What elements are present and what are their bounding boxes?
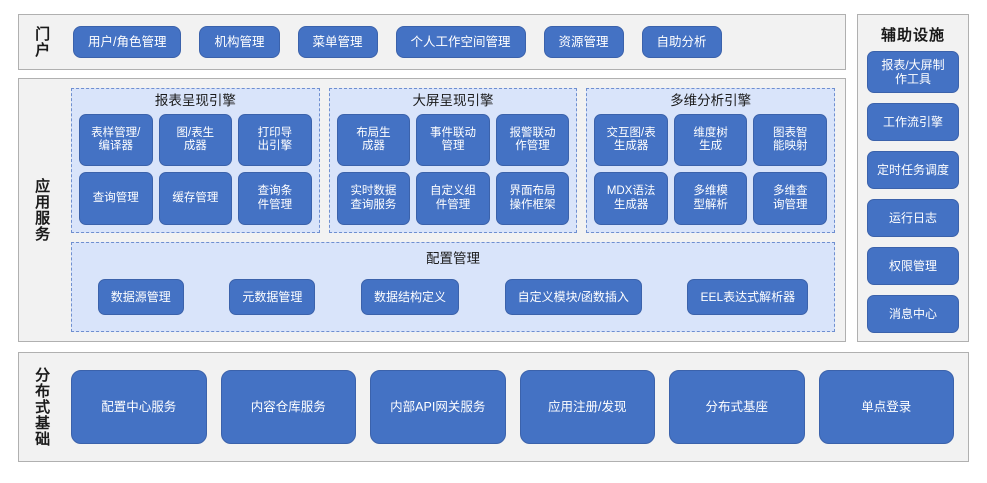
chip-event-linkage-management[interactable]: 事件联动 管理: [416, 113, 490, 167]
engine-group-row: 报表呈现引擎 表样管理/ 编译器 图/表生 成器 打印导 出引擎 查询管理 缓存…: [71, 88, 836, 233]
chip-multidimensional-model-parsing[interactable]: 多维模 型解析: [673, 172, 748, 225]
portal-chip-menu[interactable]: 菜单管理: [297, 26, 378, 58]
chip-table-template-compiler[interactable]: 表样管理/ 编译器: [79, 113, 153, 167]
application-services-panel: 应用服务 报表呈现引擎 表样管理/ 编译器 图/表生 成器 打印导 出引擎 查询…: [18, 78, 846, 342]
engine-grid-report-rendering: 表样管理/ 编译器 图/表生 成器 打印导 出引擎 查询管理 缓存管理 查询条 …: [79, 113, 312, 225]
chip-chart-smart-mapping[interactable]: 图表智 能映射: [753, 113, 827, 167]
engine-title-large-screen-rendering: 大屏呈现引擎: [412, 93, 494, 108]
distributed-base-label: 分布式基础: [33, 367, 51, 447]
engine-title-multidimensional-analysis: 多维分析引擎: [670, 93, 752, 108]
chip-interactive-chart-table-generator[interactable]: 交互图/表 生成器: [594, 113, 668, 167]
chip-cache-management[interactable]: 缓存管理: [158, 172, 233, 225]
chip-metadata-management[interactable]: 元数据管理: [229, 279, 316, 315]
chip-eel-expression-parser[interactable]: EEL表达式解析器: [687, 279, 809, 315]
auxiliary-facilities-list: 报表/大屏制 作工具 工作流引擎 定时任务调度 运行日志 权限管理 消息中心: [867, 51, 959, 333]
engine-multidimensional-analysis: 多维分析引擎 交互图/表 生成器 维度树 生成 图表智 能映射 MDX语法 生成…: [586, 88, 836, 233]
auxiliary-facilities-panel: 辅助设施 报表/大屏制 作工具 工作流引擎 定时任务调度 运行日志 权限管理 消…: [857, 14, 969, 342]
portal-chip-user-role[interactable]: 用户/角色管理: [73, 26, 182, 58]
chip-print-export-engine[interactable]: 打印导 出引擎: [238, 113, 312, 167]
chip-query-condition-management[interactable]: 查询条 件管理: [238, 172, 312, 225]
aux-chip-runtime-log[interactable]: 运行日志: [867, 199, 959, 237]
engine-large-screen-rendering: 大屏呈现引擎 布局生 成器 事件联动 管理 报警联动 作管理 实时数据 查询服务…: [328, 88, 578, 233]
base-chip-app-registration-discovery[interactable]: 应用注册/发现: [519, 370, 655, 444]
base-chip-config-center-service[interactable]: 配置中心服务: [71, 370, 207, 444]
chip-custom-component-management[interactable]: 自定义组 件管理: [416, 172, 490, 225]
portal-chip-workspace[interactable]: 个人工作空间管理: [395, 26, 526, 58]
aux-chip-message-center[interactable]: 消息中心: [867, 295, 959, 333]
chip-ui-layout-operation-framework[interactable]: 界面布局 操作框架: [495, 172, 570, 225]
base-chip-distributed-foundation[interactable]: 分布式基座: [669, 370, 805, 444]
base-chip-single-sign-on[interactable]: 单点登录: [818, 370, 954, 444]
distributed-base-list: 配置中心服务 内容仓库服务 内部API网关服务 应用注册/发现 分布式基座 单点…: [71, 363, 954, 451]
chip-realtime-data-query-service[interactable]: 实时数据 查询服务: [336, 172, 411, 225]
chip-query-management[interactable]: 查询管理: [79, 172, 153, 225]
aux-chip-permission-management[interactable]: 权限管理: [867, 247, 959, 285]
portal-chip-resource[interactable]: 资源管理: [543, 26, 624, 58]
chip-dimension-tree-generation[interactable]: 维度树 生成: [673, 113, 748, 167]
chip-mdx-syntax-generator[interactable]: MDX语法 生成器: [594, 172, 668, 225]
engine-grid-large-screen-rendering: 布局生 成器 事件联动 管理 报警联动 作管理 实时数据 查询服务 自定义组 件…: [336, 113, 570, 225]
portal-chip-self-service-analysis[interactable]: 自助分析: [641, 26, 722, 58]
distributed-base-panel: 分布式基础 配置中心服务 内容仓库服务 内部API网关服务 应用注册/发现 分布…: [18, 352, 969, 462]
chip-datasource-management[interactable]: 数据源管理: [97, 279, 184, 315]
chip-layout-generator[interactable]: 布局生 成器: [336, 113, 411, 167]
engine-grid-multidimensional-analysis: 交互图/表 生成器 维度树 生成 图表智 能映射 MDX语法 生成器 多维模 型…: [594, 113, 827, 225]
portal-chip-list: 用户/角色管理 机构管理 菜单管理 个人工作空间管理 资源管理 自助分析: [73, 23, 837, 61]
configuration-management-group: 配置管理 数据源管理 元数据管理 数据结构定义 自定义模块/函数插入 EEL表达…: [71, 242, 835, 332]
aux-chip-workflow-engine[interactable]: 工作流引擎: [867, 103, 959, 141]
auxiliary-facilities-title: 辅助设施: [880, 27, 945, 44]
application-services-body: 报表呈现引擎 表样管理/ 编译器 图/表生 成器 打印导 出引擎 查询管理 缓存…: [71, 88, 836, 332]
portal-chip-org[interactable]: 机构管理: [199, 26, 280, 58]
chip-multidimensional-query-management[interactable]: 多维查 询管理: [753, 172, 827, 225]
chip-data-structure-definition[interactable]: 数据结构定义: [360, 279, 459, 315]
portal-layer-label: 门户: [33, 26, 51, 58]
engine-title-report-rendering: 报表呈现引擎: [154, 93, 236, 108]
chip-custom-module-function-insert[interactable]: 自定义模块/函数插入: [504, 279, 642, 315]
configuration-management-list: 数据源管理 元数据管理 数据结构定义 自定义模块/函数插入 EEL表达式解析器: [80, 271, 826, 323]
engine-report-rendering: 报表呈现引擎 表样管理/ 编译器 图/表生 成器 打印导 出引擎 查询管理 缓存…: [71, 88, 320, 233]
chip-alarm-linkage-action-management[interactable]: 报警联动 作管理: [495, 113, 570, 167]
aux-chip-report-screen-tool[interactable]: 报表/大屏制 作工具: [867, 51, 959, 93]
base-chip-content-repository-service[interactable]: 内容仓库服务: [220, 370, 356, 444]
aux-chip-scheduled-task[interactable]: 定时任务调度: [867, 151, 959, 189]
portal-layer-panel: 门户 用户/角色管理 机构管理 菜单管理 个人工作空间管理 资源管理 自助分析: [18, 14, 846, 70]
chip-chart-table-generator[interactable]: 图/表生 成器: [158, 113, 233, 167]
application-services-label: 应用服务: [33, 178, 51, 242]
configuration-management-title: 配置管理: [426, 251, 480, 266]
base-chip-internal-api-gateway-service[interactable]: 内部API网关服务: [370, 370, 506, 444]
